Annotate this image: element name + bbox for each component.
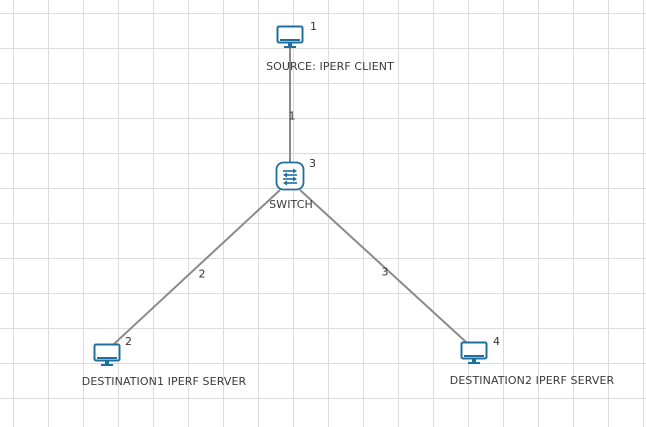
node-label: DESTINATION1 IPERF SERVER — [81, 375, 247, 388]
switch-icon — [275, 161, 305, 191]
node-label: SOURCE: IPERF CLIENT — [266, 60, 394, 73]
link-switch-dest1[interactable] — [113, 189, 281, 345]
link-label-1: 1 — [288, 109, 296, 123]
node-label: SWITCH — [269, 198, 313, 211]
node-id: 3 — [309, 157, 316, 170]
link-label-2: 2 — [198, 267, 206, 281]
node-label: DESTINATION2 IPERF SERVER — [449, 374, 615, 387]
node-id: 1 — [310, 20, 317, 33]
node-id: 2 — [125, 335, 132, 348]
desktop-icon — [460, 341, 488, 364]
desktop-icon — [93, 343, 121, 366]
link-label-3: 3 — [381, 265, 389, 279]
desktop-icon — [276, 25, 304, 48]
link-switch-dest2[interactable] — [299, 189, 467, 343]
node-id: 4 — [493, 335, 500, 348]
